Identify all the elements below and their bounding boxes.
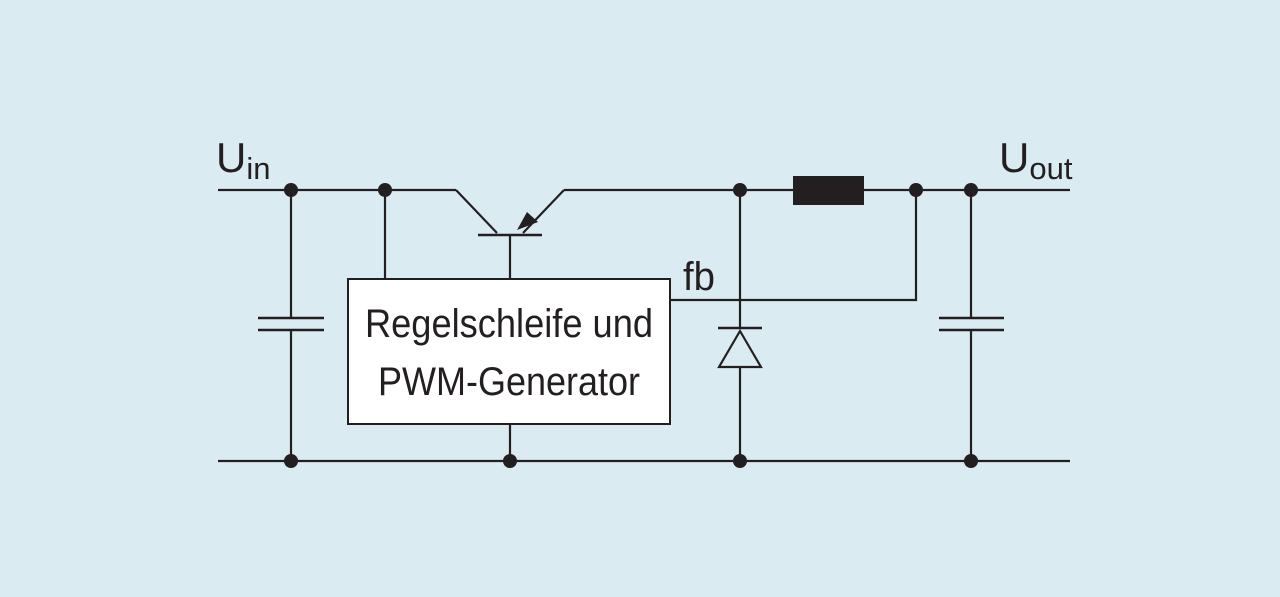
control-block: Regelschleife und PWM-Generator [347,278,671,425]
junction-dot [284,183,298,197]
inductor [793,176,864,205]
input-capacitor [258,190,324,461]
junction-dot [909,183,923,197]
freewheel-diode [717,190,763,461]
junction-dot [964,454,978,468]
junction-dot [378,183,392,197]
output-voltage-label: Uout [999,134,1073,186]
pnp-transistor [455,189,565,279]
junction-dot [503,454,517,468]
input-voltage-label: Uin [216,134,270,186]
output-voltage-base: U [999,134,1029,181]
input-voltage-sub: in [246,151,270,186]
junction-dot [964,183,978,197]
output-voltage-sub: out [1029,151,1072,186]
block-label-line2: PWM-Generator [378,360,640,404]
emitter-arrow-icon [517,212,538,230]
junction-dot [733,454,747,468]
junction-dots [284,183,978,468]
output-capacitor [939,190,1004,461]
junction-dot [284,454,298,468]
junction-dot [733,183,747,197]
feedback-wire [670,190,918,302]
feedback-label: fb [683,255,715,299]
block-label-line1: Regelschleife und [365,302,653,346]
input-voltage-base: U [216,134,246,181]
